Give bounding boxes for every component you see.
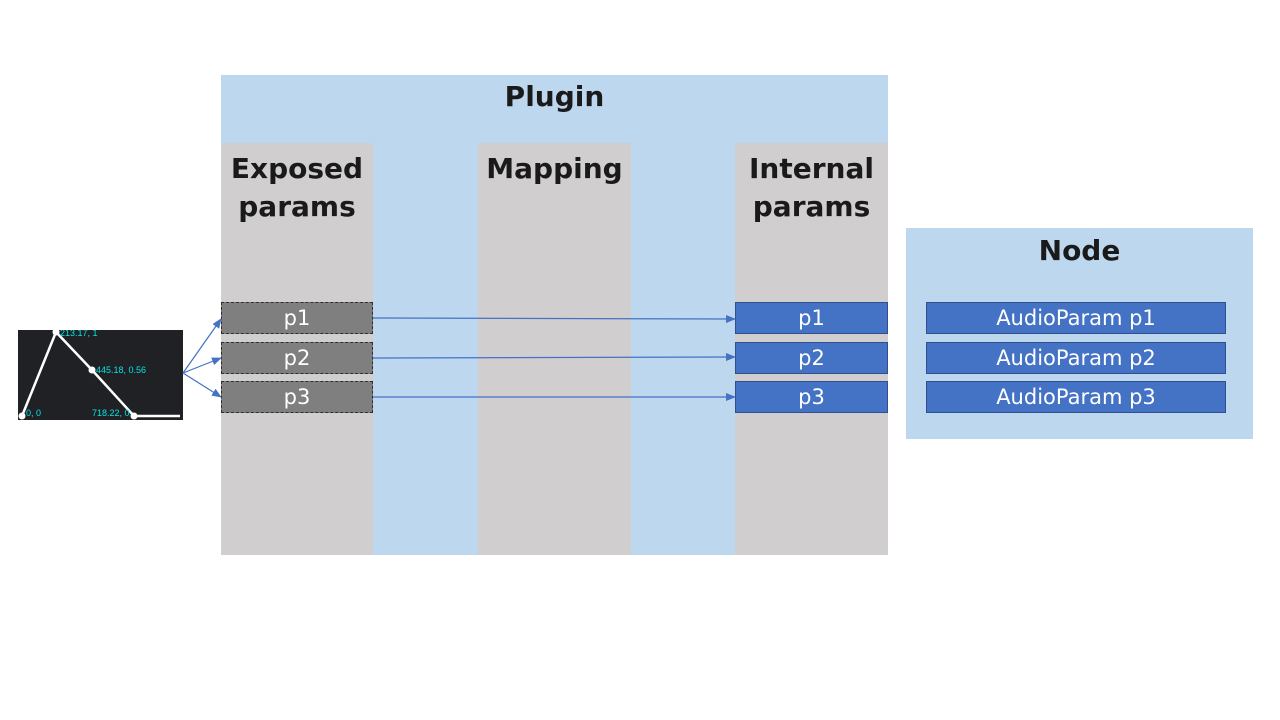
internal-param-p1: p1 (735, 302, 888, 334)
arrow-envelope-to-p3 (182, 372, 222, 398)
arrow-envelope-to-p1 (182, 318, 222, 374)
exposed-param-p1: p1 (221, 302, 373, 334)
audio-param-p3: AudioParam p3 (926, 381, 1226, 413)
arrow-p2-to-internal-p2 (372, 353, 736, 362)
internal-params-title: Internal params (749, 152, 874, 223)
internal-param-p3: p3 (735, 381, 888, 413)
envelope-label-1: 0, 0 (26, 408, 41, 418)
mapping-column (478, 143, 631, 555)
internal-param-p2: p2 (735, 342, 888, 374)
envelope-label-3: 445.18, 0.56 (96, 365, 146, 375)
audio-param-p1: AudioParam p1 (926, 302, 1226, 334)
envelope-editor-thumbnail: 0, 0 213.17, 1 445.18, 0.56 718.22, 0 (18, 330, 183, 420)
audio-param-p2: AudioParam p2 (926, 342, 1226, 374)
envelope-point-2[interactable] (52, 330, 60, 336)
envelope-point-1[interactable] (18, 412, 26, 420)
exposed-params-title: Exposed params (230, 152, 364, 223)
exposed-param-p2: p2 (221, 342, 373, 374)
envelope-point-4[interactable] (130, 412, 138, 420)
node-title: Node (1038, 234, 1121, 267)
mapping-title: Mapping (486, 152, 623, 185)
arrow-envelope-to-p2 (182, 357, 222, 374)
exposed-param-p3: p3 (221, 381, 373, 413)
plugin-title: Plugin (504, 80, 605, 113)
envelope-label-4: 718.22, 0 (92, 408, 130, 418)
arrow-p1-to-internal-p1 (372, 314, 736, 323)
envelope-label-2: 213.17, 1 (60, 330, 98, 338)
envelope-point-3[interactable] (88, 366, 96, 374)
envelope-graph: 0, 0 213.17, 1 445.18, 0.56 718.22, 0 (18, 330, 180, 420)
